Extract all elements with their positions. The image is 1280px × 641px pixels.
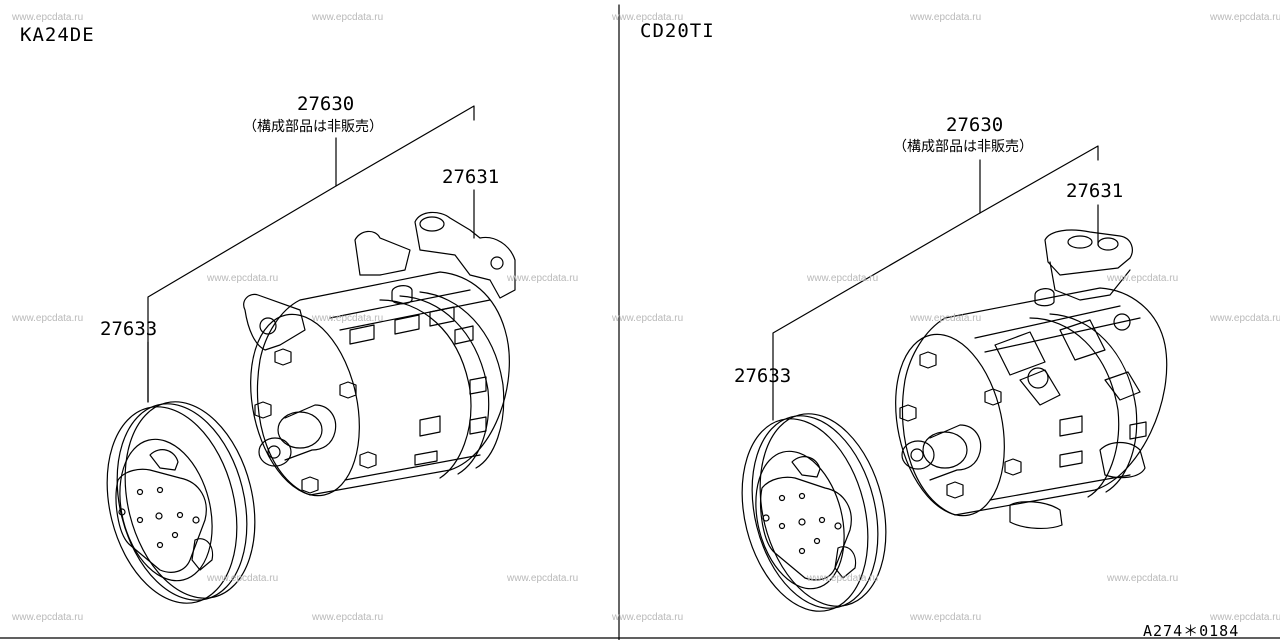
watermark: www.epcdata.ru — [807, 573, 879, 584]
watermark: www.epcdata.ru — [1107, 273, 1179, 284]
left-clutch-part-number[interactable]: 27633 — [100, 318, 158, 340]
watermark: www.epcdata.ru — [12, 313, 84, 324]
watermark: www.epcdata.ru — [207, 573, 279, 584]
watermark: www.epcdata.ru — [207, 273, 279, 284]
watermark: www.epcdata.ru — [612, 12, 684, 23]
watermark: www.epcdata.ru — [507, 273, 579, 284]
watermark: www.epcdata.ru — [312, 313, 384, 324]
watermark: www.epcdata.ru — [312, 12, 384, 23]
watermark: www.epcdata.ru — [612, 313, 684, 324]
watermark: www.epcdata.ru — [1210, 313, 1280, 324]
right-assembly-part-number[interactable]: 27630 — [946, 114, 1004, 136]
watermark: www.epcdata.ru — [1210, 612, 1280, 623]
watermark: www.epcdata.ru — [612, 612, 684, 623]
left-assembly — [148, 106, 474, 402]
left-clutch-drawing — [88, 388, 275, 617]
left-assembly-note: （構成部品は非販売） — [243, 119, 383, 135]
watermark: www.epcdata.ru — [910, 612, 982, 623]
watermark: www.epcdata.ru — [507, 573, 579, 584]
watermark: www.epcdata.ru — [910, 313, 982, 324]
right-compressor-drawing — [880, 230, 1167, 528]
left-engine-title: KA24DE — [20, 24, 95, 46]
watermark: www.epcdata.ru — [12, 12, 84, 23]
left-assembly-part-number[interactable]: 27630 — [297, 93, 355, 115]
figure-code: A274＊0184 — [1143, 622, 1240, 640]
right-compressor-part-number[interactable]: 27631 — [1066, 180, 1124, 202]
right-assembly-note: （構成部品は非販売） — [893, 139, 1033, 155]
right-engine-title: CD20TI — [640, 20, 715, 42]
left-compressor-drawing — [235, 212, 515, 505]
right-clutch-drawing — [723, 400, 905, 624]
watermark: www.epcdata.ru — [12, 612, 84, 623]
left-leader-assembly — [148, 106, 474, 402]
watermark: www.epcdata.ru — [910, 12, 982, 23]
right-clutch-part-number[interactable]: 27633 — [734, 365, 792, 387]
right-assembly — [773, 146, 1098, 420]
watermark: www.epcdata.ru — [1107, 573, 1179, 584]
left-compressor-part-number[interactable]: 27631 — [442, 166, 500, 188]
watermark: www.epcdata.ru — [1210, 12, 1280, 23]
watermark: www.epcdata.ru — [312, 612, 384, 623]
watermark: www.epcdata.ru — [807, 273, 879, 284]
